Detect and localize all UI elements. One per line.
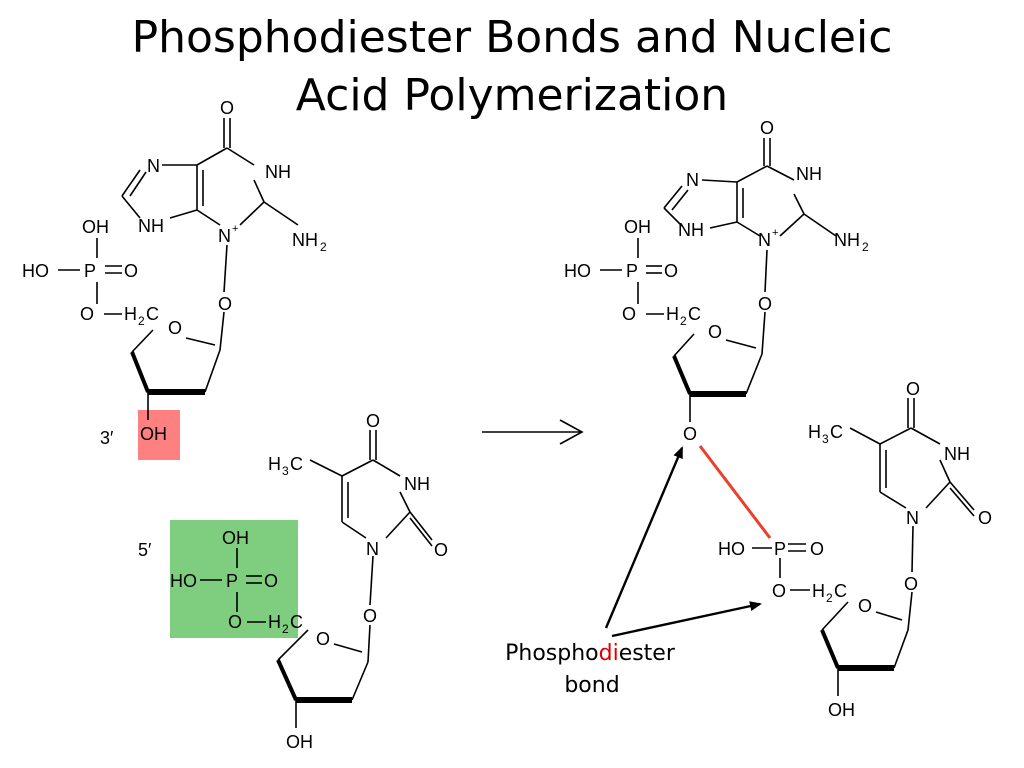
atom-n1: N [906,508,919,528]
atom-methyl-h: H [268,454,281,474]
atom-methyl-h: H [808,422,821,442]
subscript-3: 3 [822,432,829,446]
atom-h2c-c: C [290,612,303,632]
atom-ring-o: O [708,322,722,342]
slide-title-line2: Acid Polymerization [296,70,728,121]
atom-3prime-oh: OH [140,424,167,444]
atom-ho-phosphate: HO [564,261,591,281]
atom-ho-phosphate: HO [170,571,197,591]
slide-title-line1: Phosphodiester Bonds and Nucleic [132,12,893,63]
atom-ho-phosphate: HO [22,261,49,281]
charge-plus: + [772,227,778,239]
atom-o-linker: O [904,574,918,594]
atom-nh-imidazole: NH [138,216,164,236]
atom-methyl-c: C [290,454,303,474]
atom-n9: N [758,230,771,250]
atom-o-ester: O [228,612,242,632]
atom-ring-o: O [858,596,872,616]
guanosine-right: O NH N NH N + NH 2 O O OH HO P O O H 2 C… [564,118,869,444]
hydroxyl-3prime-highlight [138,410,180,460]
subscript-2: 2 [862,240,869,254]
atom-nh2: NH [834,230,860,250]
atom-h2c-h: H [666,304,679,324]
subscript-3: 3 [282,464,289,478]
atom-bridging-o: O [683,424,697,444]
atom-o-double: O [264,571,278,591]
atom-oh-phosphate: OH [624,217,651,237]
subscript-2: 2 [680,314,687,328]
atom-3prime-oh: OH [828,700,855,720]
subscript-2: 2 [826,591,833,605]
atom-nh-imidazole: NH [678,220,704,240]
atom-oh-phosphate: OH [222,528,249,548]
atom-o-ester: O [772,581,786,601]
subscript-2: 2 [138,314,145,328]
atom-nh2: NH [292,230,318,250]
atom-n7: N [147,156,160,176]
atom-nh-ring: NH [265,162,291,182]
atom-ho-phosphate: HO [718,539,745,559]
atom-p: P [774,539,786,559]
atom-h2c-h: H [124,304,137,324]
atom-ring-o: O [168,318,182,338]
caption-part-ester: ester [619,641,676,666]
atom-carbonyl-o2: O [978,508,992,528]
atom-o-double: O [664,261,678,281]
guanosine-monophosphate-left: O NH N NH N + NH 2 O O OH HO P O O H 2 C… [22,98,327,448]
atom-o-linker: O [218,294,232,314]
atom-carbonyl-o: O [760,118,774,138]
atom-o-linker: O [758,294,772,314]
caption-part-di: di [599,641,619,666]
atom-o-double: O [124,261,138,281]
phosphodiester-bond-line [698,445,772,539]
atom-nh: NH [404,474,430,494]
label-3prime: 3′ [100,428,114,448]
atom-o-double: O [810,539,824,559]
atom-carbonyl-o: O [366,411,380,431]
atom-carbonyl-o: O [220,98,234,118]
charge-plus: + [232,223,238,235]
label-5prime: 5′ [138,540,152,560]
atom-ring-o: O [316,629,330,649]
atom-o-ester: O [80,304,94,324]
caption-line2: bond [564,673,619,698]
atom-p: P [226,571,238,591]
atom-p: P [626,261,638,281]
atom-oh-phosphate: OH [82,217,109,237]
caption-part-phospho: Phospho [505,641,599,666]
atom-n9: N [218,226,231,246]
atom-carbonyl-o: O [906,379,920,399]
atom-h2c-h: H [812,581,825,601]
reaction-arrow [482,419,584,445]
phosphate-5prime-highlight [170,520,298,638]
pointer-arrow-to-oxygen [604,446,684,629]
atom-nh-ring: NH [796,164,822,184]
atom-o-ester: O [622,304,636,324]
atom-h2c-c: C [688,304,701,324]
atom-n1: N [366,539,379,559]
subscript-2: 2 [320,240,327,254]
atom-nh: NH [944,444,970,464]
atom-p: P [84,261,96,281]
atom-o-linker: O [363,606,377,626]
atom-h2c-h: H [268,612,281,632]
atom-3prime-oh: OH [286,732,313,752]
atom-h2c-c: C [146,304,159,324]
subscript-2: 2 [282,622,289,636]
atom-n7: N [686,170,699,190]
atom-carbonyl-o2: O [434,540,448,560]
thymidine-monophosphate-left: O NH O N H 3 C O O OH HO P O O H 2 C OH … [138,411,448,752]
caption-line1: Phosphodiester [505,641,676,666]
pointer-arrow-to-ester [611,601,762,638]
atom-methyl-c: C [830,422,843,442]
atom-h2c-c: C [834,581,847,601]
thymidine-right: O NH O N H 3 C O O HO P O O H 2 C OH [718,379,992,720]
